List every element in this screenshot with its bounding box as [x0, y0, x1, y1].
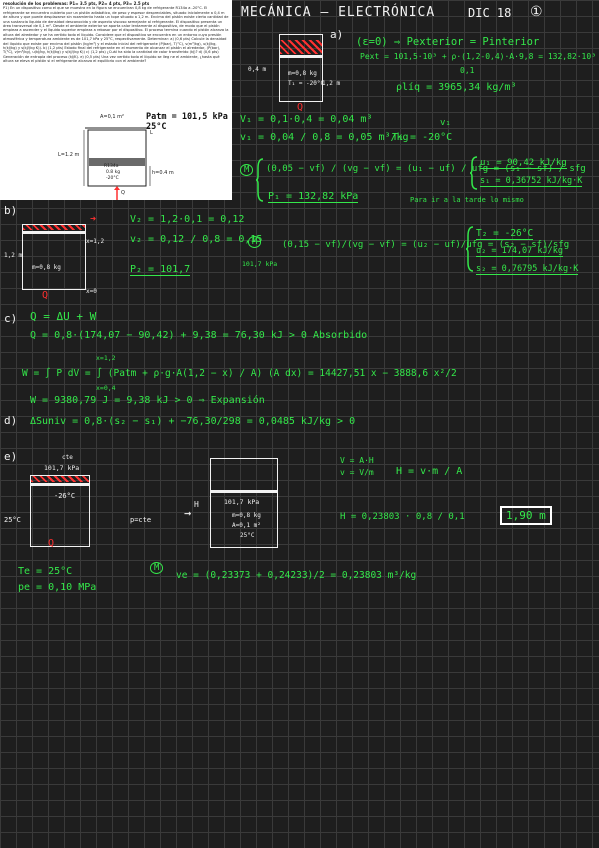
part-c-work-integral: W = ∫ P dV = ∫ (Patm + ρ·g·A(1,2 − x) / … — [22, 368, 457, 379]
part-b-x0: x=0 — [86, 288, 97, 295]
part-e-a-2: A=0,1 m² — [232, 522, 261, 529]
part-e-h-result: 1,90 m — [500, 506, 552, 525]
part-e-h-eq: H = 0,23803 · 0,8 / 0,1 — [340, 512, 465, 522]
part-e-rel2: v = V/m — [340, 468, 374, 477]
part-a-p1: P₁ = 132,82 kPa — [268, 191, 359, 203]
part-b-mix-eq: (0,15 − vf)/(vg − vf) = (u₂ − uf)/ufg = … — [282, 240, 570, 250]
part-e-rel1: V = A·H — [340, 456, 374, 465]
part-a-brace-right — [470, 156, 478, 190]
part-b-mix-p: 101,7 kPa — [242, 260, 278, 268]
problem-header: resolución de los problemas: P1= 3.5 pts… — [3, 1, 150, 6]
part-e-cylinder-2 — [210, 458, 278, 548]
part-b-cylinder — [22, 224, 86, 290]
part-e-arrow-label: p=cte — [130, 516, 152, 524]
problem-statement: resolución de los problemas: P1= 3.5 pts… — [0, 0, 232, 112]
problem-figure: A=0,1 m² L L=1.2 m R134a 0.8 kg -20°C h=… — [0, 112, 232, 200]
patm-note-line1: Patm = 101,5 kPa — [146, 112, 228, 122]
problem-figure-drawing — [83, 127, 151, 200]
part-a-liquid — [280, 40, 322, 54]
part-c-lim-top: x=1,2 — [96, 354, 116, 362]
part-b-p2: P₂ = 101,7 — [130, 264, 191, 276]
fig-r134a-label: R134a — [104, 164, 119, 169]
part-b-mix-label: M — [248, 236, 262, 248]
part-c-eq1: Q = ΔU + W — [30, 310, 97, 323]
part-b-height: 1,2 m — [4, 252, 23, 259]
part-e-h: H — [194, 500, 199, 509]
part-e-piston-2 — [211, 490, 277, 493]
part-e-cte: cte — [62, 454, 73, 461]
part-a-eq3: ρlíq = 3965,34 kg/m³ — [396, 82, 517, 93]
part-a-eq2: Pext = 101,5·10³ + ρ·(1,2-0,4)·A·9,8 = 1… — [360, 52, 597, 61]
part-b-brace — [466, 226, 474, 272]
part-b-v2: V₂ = 1,2·0,1 = 0,12 — [130, 214, 245, 225]
part-e-m-2: m=0,8 kg — [232, 512, 261, 519]
part-b-mass: m=0,8 kg — [32, 264, 61, 271]
part-b-t2: T₂ = -26°C — [476, 228, 534, 240]
part-b-s2: s₂ = 0,76795 kJ/kg·K — [476, 264, 579, 275]
part-a-eq6: T₁ = -20°C — [392, 132, 453, 143]
part-b-q: Q — [42, 290, 49, 301]
part-b-piston — [23, 231, 85, 234]
part-e-piston-1 — [31, 483, 89, 486]
part-a-note: Para ir a la tarde lo mismo — [410, 196, 524, 204]
part-e-te: Te = 25°C — [18, 566, 73, 577]
page-title: MECÁNICA – ELECTRÓNICA — [241, 5, 436, 20]
part-e-p-2: 101,7 kPa — [224, 498, 260, 506]
part-a-top: 1,2 m — [322, 80, 341, 87]
part-e-ambient: 25°C — [4, 516, 21, 524]
part-e-liquid-1 — [31, 476, 89, 482]
part-b-label: b) — [4, 204, 18, 217]
fig-q-label: Q — [121, 190, 125, 196]
part-c-work-result: W = 9380,79 J = 9,38 kJ > 0 ⇒ Expansión — [30, 395, 265, 406]
part-a-mix-eq: (0,05 − vf) / (vg − vf) = (u₁ − uf) / uf… — [266, 164, 586, 174]
part-e-ve-label: M — [150, 562, 164, 574]
part-e-t-1: -26°C — [54, 492, 76, 500]
part-e-t-2: 25°C — [240, 532, 255, 539]
problem-text: P1) En un dispositivo como el que se mue… — [3, 6, 229, 64]
part-a-label: a) — [330, 28, 344, 41]
part-e-ve: ve = (0,23373 + 0,24233)/2 = 0,23803 m³/… — [176, 570, 417, 581]
part-e-arrow: → — [184, 506, 192, 520]
part-a-t1: T₁ = -20°C — [288, 80, 325, 87]
part-c-eq2: Q = 0,8·(174,07 − 90,42) + 9,38 = 76,30 … — [30, 330, 368, 341]
part-a-eq2-den: 0,1 — [460, 66, 475, 75]
part-e-pe: pe = 0,10 MPa — [18, 582, 97, 593]
fig-area-label: A=0,1 m² — [100, 114, 125, 120]
part-e-label: e) — [4, 450, 18, 463]
page-number: ① — [530, 4, 543, 20]
part-b-liquid-top — [23, 225, 85, 230]
fig-h-label: h=0.4 m — [152, 170, 174, 176]
part-a-height: 0,4 m — [248, 66, 267, 73]
part-b-u2: u₂ = 174,07 kJ/kg — [476, 246, 563, 257]
part-b-vs2: v₂ = 0,12 / 0,8 = 0,15 — [130, 234, 263, 245]
fig-l-label: L — [150, 130, 153, 136]
part-a-s1: s₁ = 0,36752 kJ/kg·K — [480, 176, 583, 187]
part-e-q: Q — [48, 538, 55, 549]
part-a-u1: u₁ = 90,42 kJ/kg — [480, 158, 567, 169]
part-a-cylinder — [279, 34, 323, 102]
patm-note-line2: 25°C — [146, 122, 167, 132]
part-d-label: d) — [4, 414, 18, 427]
part-a-brace — [256, 158, 264, 202]
part-d-eq: ΔSuniv = 0,8·(s₂ − s₁) + −76,30/298 = 0,… — [30, 416, 356, 427]
part-b-arrow: ➜ — [90, 214, 97, 225]
part-a-q: Q — [297, 102, 304, 113]
part-a-eq6b: v₁ — [440, 118, 451, 128]
page-date: DIC 18 — [468, 6, 512, 20]
part-c-lim-bot: x=0,4 — [96, 384, 116, 392]
part-e-rel3: H = v·m / A — [396, 466, 463, 477]
part-e-cylinder-1 — [30, 475, 90, 547]
part-a-mass: m=0,8 kg — [288, 70, 317, 77]
fig-mass-label: 0.8 kg — [106, 170, 121, 175]
part-b-x12: x=1,2 — [86, 238, 105, 245]
part-a-piston — [280, 55, 322, 58]
part-a-eq4: V₁ = 0,1·0,4 = 0,04 m³ — [240, 114, 373, 125]
part-c-label: c) — [4, 312, 18, 325]
fig-l12-label: L=1.2 m — [58, 152, 80, 158]
part-a-mix-label: M — [240, 164, 254, 176]
part-a-eq1: (ε=0) ⇒ Pexterior = Pinterior — [356, 36, 540, 48]
part-e-p-1: 101,7 kPa — [44, 464, 80, 472]
fig-temp-label: -20°C — [106, 176, 119, 181]
part-a-eq5: v₁ = 0,04 / 0,8 = 0,05 m³/kg — [240, 132, 409, 143]
